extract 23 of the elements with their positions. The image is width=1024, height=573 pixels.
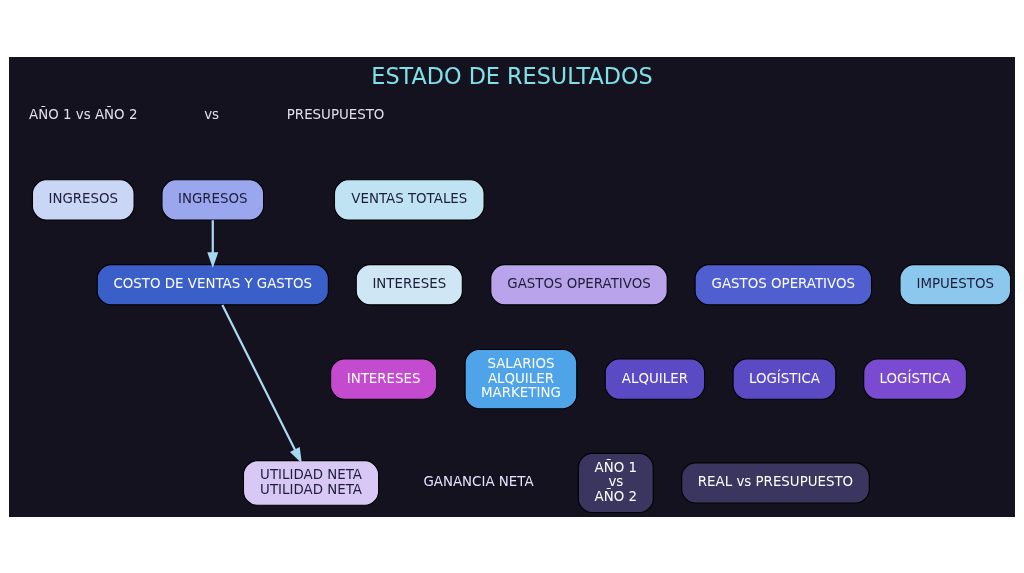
node-box: COSTO DE VENTAS Y GASTOS bbox=[96, 263, 329, 305]
node-box: LOGÍSTICA bbox=[732, 357, 837, 400]
label: AÑO 1 vs AÑO 2 bbox=[29, 106, 138, 122]
node-box: REAL vs PRESUPUESTO bbox=[681, 461, 870, 504]
arrow bbox=[207, 219, 219, 268]
node-box: ALQUILER bbox=[604, 357, 706, 400]
node-box: AÑO 1 vs AÑO 2 bbox=[577, 452, 654, 513]
node-box: GASTOS OPERATIVOS bbox=[490, 263, 668, 305]
node-box: LOGÍSTICA bbox=[863, 357, 967, 400]
node-box: SALARIOS ALQUILER MARKETING bbox=[464, 348, 578, 409]
node-box: INTERESES bbox=[330, 357, 438, 400]
node-box: INGRESOS bbox=[31, 178, 135, 221]
label: PRESUPUESTO bbox=[286, 106, 385, 122]
diagram-title: ESTADO DE RESULTADOS bbox=[371, 62, 653, 89]
node-box: VENTAS TOTALES bbox=[333, 178, 485, 221]
node-box: INGRESOS bbox=[161, 178, 265, 221]
arrow bbox=[221, 304, 302, 464]
node-box: UTILIDAD NETA UTILIDAD NETA bbox=[242, 459, 380, 506]
node-box: INTERESES bbox=[355, 263, 463, 305]
node-box: GASTOS OPERATIVOS bbox=[694, 263, 873, 305]
node-box: IMPUESTOS bbox=[899, 263, 1012, 305]
label: vs bbox=[204, 106, 220, 122]
node-label: GANANCIA NETA bbox=[423, 473, 534, 489]
